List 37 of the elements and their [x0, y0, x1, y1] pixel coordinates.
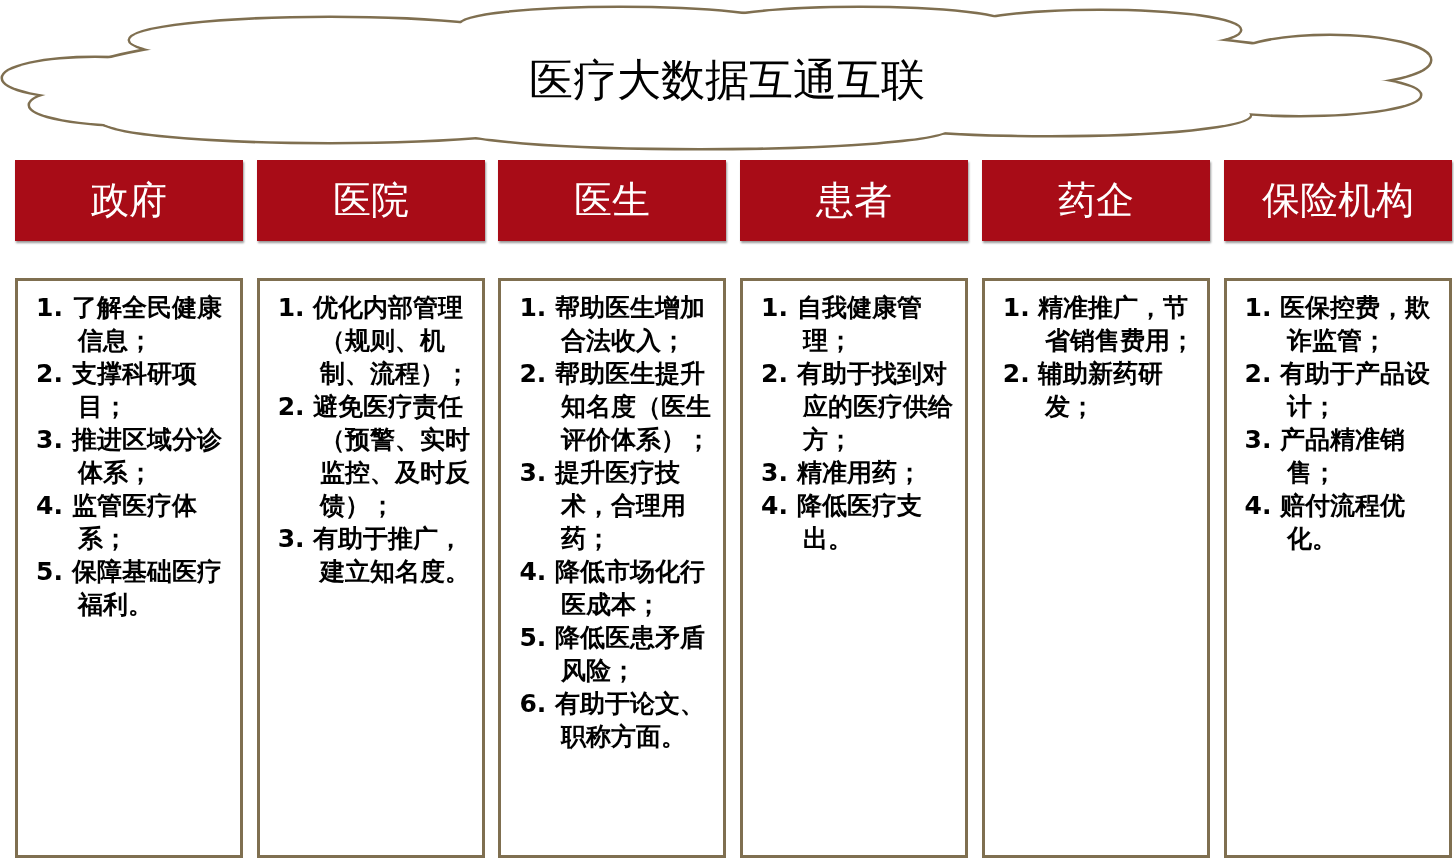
- list-item: 2. 辅助新药研发；: [1002, 358, 1165, 423]
- category-box: 医院: [256, 160, 485, 241]
- list-item: 5. 降低医患矛盾风险；: [519, 622, 706, 687]
- list-item: 2. 支撑科研项目；: [36, 358, 198, 423]
- list-item: 4. 降低医疗支出。: [761, 490, 923, 555]
- category-box: 患者: [740, 160, 969, 241]
- list-item: 1. 医保控费，欺诈监管；: [1244, 292, 1432, 357]
- list-item: 1. 了解全民健康信息；: [36, 292, 223, 357]
- list-box: [981, 278, 1210, 858]
- list-item: 3. 产品精准销售；: [1244, 424, 1407, 489]
- category-box: 药企: [981, 160, 1210, 241]
- list-box: [15, 278, 243, 858]
- category-box: 医生: [498, 160, 727, 241]
- list-box: [498, 278, 727, 858]
- list-item: 3. 提升医疗技术，合理用药；: [519, 457, 688, 555]
- list-item: 1. 自我健康管理；: [761, 292, 923, 357]
- list-item: 2. 有助于产品设计；: [1244, 358, 1432, 423]
- list-item: 6. 有助于论文、职称方面。: [519, 688, 706, 753]
- list-box: [256, 278, 485, 858]
- category-box: 政府: [15, 160, 243, 241]
- title-text: 医疗大数据互通互联: [528, 53, 926, 107]
- list-item: 1. 帮助医生增加合法收入；: [519, 292, 706, 357]
- list-item: 3. 精准用药；: [761, 457, 923, 489]
- list-item: 4. 赔付流程优化。: [1244, 490, 1407, 555]
- list-item: 5. 保障基础医疗福利。: [36, 556, 223, 621]
- list-item: 1. 精准推广，节省销售费用；: [1002, 292, 1196, 357]
- list-box: [740, 278, 969, 858]
- list-box: [1223, 278, 1452, 858]
- list-item: 2. 避免医疗责任（预警、实时监控、及时反馈）；: [277, 391, 471, 522]
- category-box: 保险机构: [1223, 160, 1452, 241]
- list-item: 2. 有助于找到对应的医疗供给方；: [761, 358, 955, 456]
- list-item: 4. 监管医疗体系；: [36, 490, 198, 555]
- list-item: 3. 推进区域分诊体系；: [36, 424, 223, 489]
- list-item: 2. 帮助医生提升知名度（医生评价体系）；: [519, 358, 713, 456]
- list-item: 3. 有助于推广，建立知名度。: [277, 523, 471, 588]
- list-item: 4. 降低市场化行医成本；: [519, 556, 706, 621]
- list-item: 1. 优化内部管理（规则、机制、流程）；: [277, 292, 471, 390]
